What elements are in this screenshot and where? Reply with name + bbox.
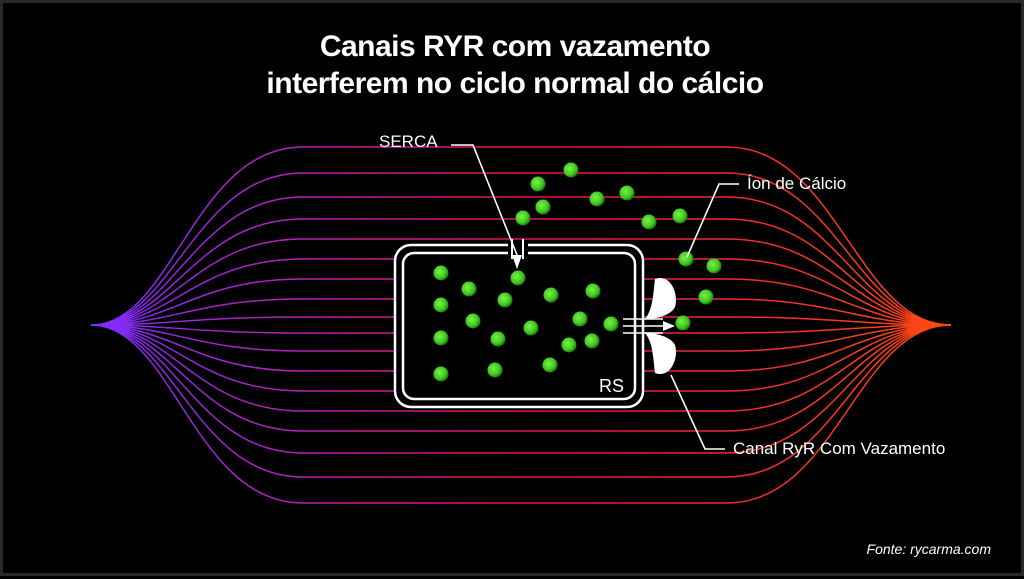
field-line <box>90 324 952 504</box>
calcium-ion-icon <box>585 283 601 299</box>
field-line <box>90 324 952 454</box>
calcium-ion-icon <box>584 333 600 349</box>
calcium-ion-icon <box>530 176 546 192</box>
ryr-channel-label: Canal RyR Com Vazamento <box>733 439 946 458</box>
calcium-ion-icon <box>497 292 513 308</box>
calcium-ion-icon <box>487 362 503 378</box>
field-line <box>90 196 952 326</box>
calcium-ion-icon <box>515 210 531 226</box>
serca-pointer-arrow <box>451 144 522 269</box>
calcium-ion-icon <box>461 281 477 297</box>
calcium-ion-icon <box>589 191 605 207</box>
calcium-ion-icon <box>675 315 691 331</box>
calcium-ion-icon <box>523 320 539 336</box>
title-line-1: Canais RYR com vazamento <box>319 30 711 63</box>
calcium-ion-icon <box>678 251 694 267</box>
field-line <box>90 324 952 334</box>
ryr-pointer-line <box>670 374 725 450</box>
field-line <box>90 324 952 432</box>
calcium-ion-icon <box>490 331 506 347</box>
calcium-ion-icon <box>619 185 635 201</box>
field-line <box>90 324 952 412</box>
calcium-ion-icon <box>672 208 688 224</box>
rs-label: RS <box>599 376 625 396</box>
field-line <box>90 146 952 326</box>
field-line <box>90 298 952 326</box>
calcium-ion-icon <box>510 270 526 286</box>
calcium-ion-icon <box>572 311 588 327</box>
calcium-ion-icon <box>563 162 579 178</box>
calcium-ion-icon <box>698 289 714 305</box>
calcium-ion-icon <box>433 330 449 346</box>
source-credit: Fonte: rycarma.com <box>866 541 991 557</box>
calcium-ion-label: Íon de Cálcio <box>747 174 847 193</box>
calcium-ion-icon <box>542 357 558 373</box>
calcium-ion-icon <box>433 366 449 382</box>
field-line <box>90 324 952 352</box>
calcium-cycle-diagram <box>90 144 952 504</box>
calcium-ion-icon <box>535 199 551 215</box>
calcium-ion-icon <box>465 313 481 329</box>
title-line-2: interferem no ciclo normal do cálcio <box>266 67 764 100</box>
field-line <box>90 218 952 326</box>
field-line <box>90 316 952 326</box>
calcium-ion-icon <box>603 316 619 332</box>
field-line <box>90 172 952 326</box>
leaky-ryr-channel-icon <box>623 277 677 375</box>
calcium-ions <box>433 162 722 382</box>
serca-label: SERCA <box>379 132 438 151</box>
calcium-ion-icon <box>641 214 657 230</box>
calcium-ion-icon <box>433 297 449 313</box>
field-line <box>90 324 952 478</box>
field-line <box>90 238 952 326</box>
calcium-ion-icon <box>543 287 559 303</box>
ion-pointer-line <box>686 183 739 258</box>
calcium-ion-icon <box>706 258 722 274</box>
calcium-ion-icon <box>433 265 449 281</box>
calcium-ion-icon <box>561 337 577 353</box>
